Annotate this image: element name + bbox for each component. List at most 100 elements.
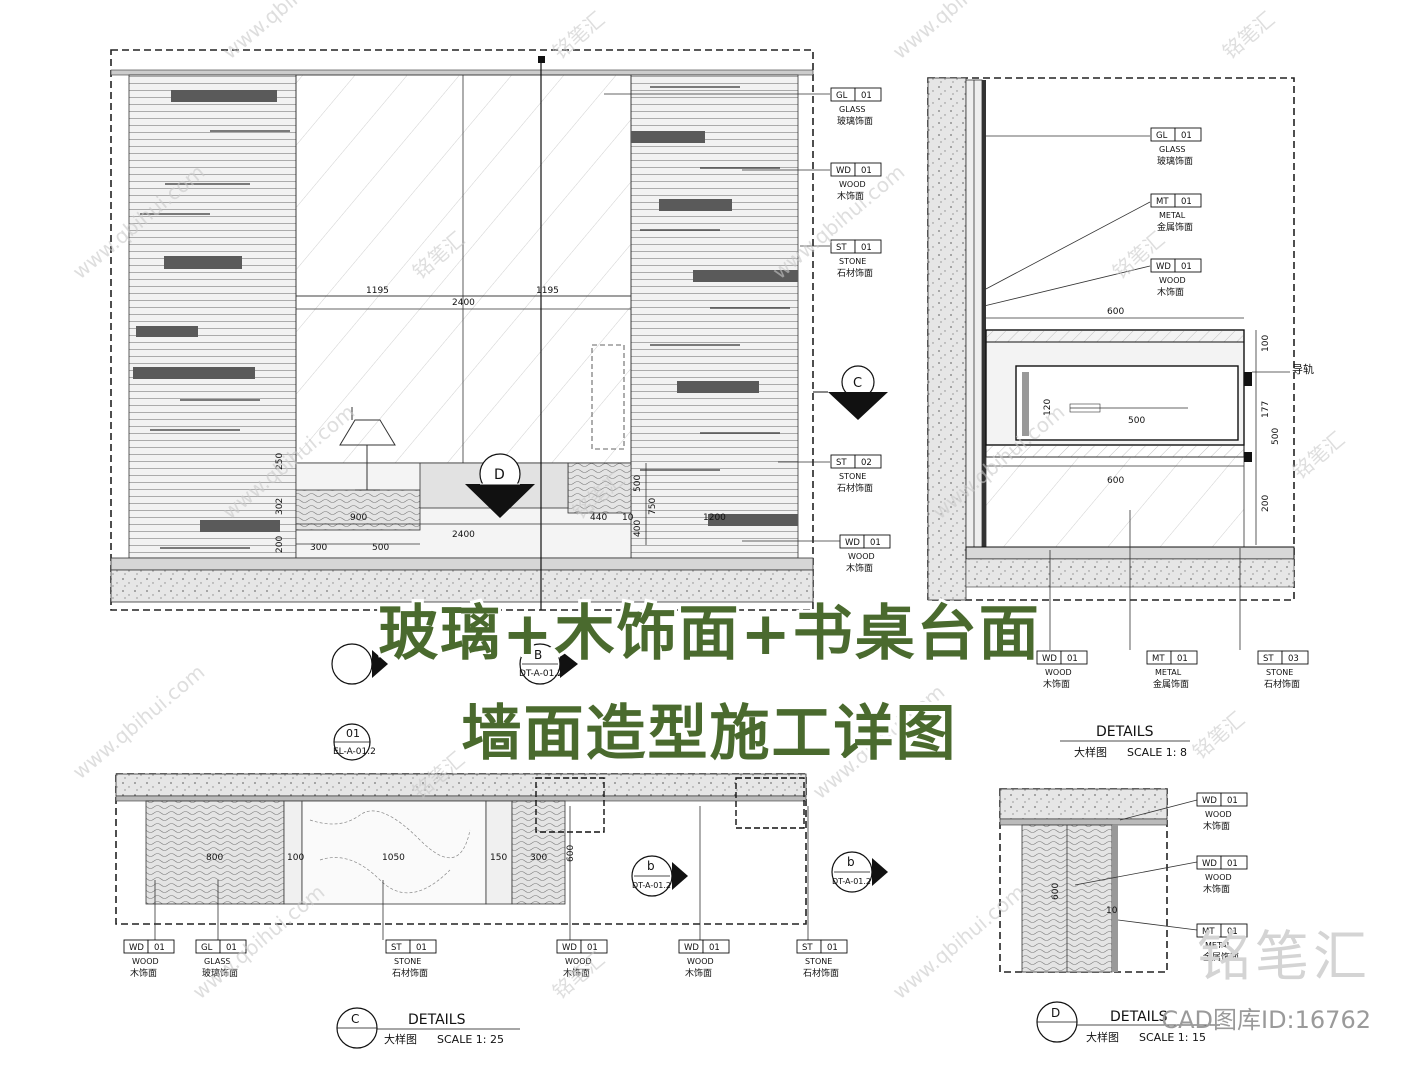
dim-200-base: 200 xyxy=(1261,495,1271,512)
title-cn-d: 大样图 xyxy=(1086,1030,1119,1044)
dim-800: 800 xyxy=(206,853,223,863)
elevation-view: 1195 2400 1195 900 2400 440 10 1200 300 … xyxy=(110,49,888,761)
banner-text-1: 玻璃+木饰面+书桌台面 xyxy=(375,596,1042,672)
tag-material-cn: 金属饰面 xyxy=(1157,221,1193,233)
tag-material-cn: 木饰面 xyxy=(1043,678,1070,690)
plan-ref-markers: b DT-A-01.2 b DT-A-01.2 xyxy=(631,851,888,897)
tag-code: ST xyxy=(1263,654,1274,664)
floor-slab xyxy=(110,569,814,603)
watermark-text: www.qbihui.com xyxy=(218,0,359,64)
tag-number: 01 xyxy=(1067,654,1078,664)
section-marker-d: D xyxy=(465,453,535,518)
tag-material-en: GLASS xyxy=(1159,145,1185,154)
dim-10: 10 xyxy=(622,513,634,523)
wall-concrete xyxy=(927,77,967,601)
section-marker-c: C xyxy=(813,365,888,420)
marker-b-ref: DT-A-01.2 xyxy=(519,669,563,679)
elevation-dims: 1195 2400 1195 900 2400 440 10 1200 300 … xyxy=(275,286,726,553)
section-frame xyxy=(927,77,1295,601)
dim-2400-desk: 2400 xyxy=(452,530,475,540)
title-cn-c: 大样图 xyxy=(384,1032,417,1046)
tag-material-en: STONE xyxy=(839,257,866,266)
watermark-text: 铭笔汇 xyxy=(1218,7,1279,64)
dim-1195-right: 1195 xyxy=(536,286,559,296)
dim-177: 177 xyxy=(1261,401,1271,418)
dim-600-bottom: 600 xyxy=(1107,476,1124,486)
tag-number: 01 xyxy=(1181,262,1192,272)
wood-panel-right xyxy=(630,74,799,559)
watermark-id: CAD图库ID:16762 xyxy=(1161,1006,1371,1034)
tag-number: 01 xyxy=(1181,131,1192,141)
banner-line-2: 墙面造型施工详图 xyxy=(0,685,1419,772)
elevation-ref-markers: B DT-A-01.2 01 EL-A-01.2 xyxy=(331,643,578,761)
elev-title-ref: EL-A-01.2 xyxy=(333,747,376,757)
dim-600-plan: 600 xyxy=(566,845,576,862)
tag-code: WD xyxy=(1202,859,1217,869)
elevation-frame xyxy=(110,49,814,611)
wood-panel-left xyxy=(128,74,297,559)
watermark-text: www.qbihui.com xyxy=(888,880,1029,1004)
plan-leaders xyxy=(154,806,809,940)
tag-material-cn: 木饰面 xyxy=(1203,883,1230,895)
tag-code: ST xyxy=(802,943,813,953)
tag-material-cn: 木饰面 xyxy=(846,562,873,574)
dim-2400: 2400 xyxy=(452,298,475,308)
ref-b-1: b xyxy=(647,859,655,873)
dim-120: 120 xyxy=(1043,399,1053,416)
tag-material-en: STONE xyxy=(839,472,866,481)
drawer-section xyxy=(1015,365,1239,441)
dim-600-top: 600 xyxy=(1107,307,1124,317)
tag-material-en: WOOD xyxy=(1205,873,1232,882)
section-title: DETAILS 大样图 SCALE 1: 8 xyxy=(1060,724,1190,759)
dim-400: 400 xyxy=(633,520,643,537)
dim-1200: 1200 xyxy=(703,513,726,523)
dim-250: 250 xyxy=(275,453,285,470)
tag-material-cn: 石材饰面 xyxy=(837,267,873,279)
tag-material-cn: 石材饰面 xyxy=(803,967,839,979)
tag-code: ST xyxy=(836,243,847,253)
dim-900: 900 xyxy=(350,513,367,523)
tag-code: WD xyxy=(684,943,699,953)
tag-code: WD xyxy=(1156,262,1171,272)
tag-code: ST xyxy=(836,458,847,468)
tag-material-cn: 玻璃饰面 xyxy=(837,115,873,127)
tag-material-en: STONE xyxy=(394,957,421,966)
tag-code: MT xyxy=(1152,654,1165,664)
tag-material-en: WOOD xyxy=(1205,810,1232,819)
tag-code: WD xyxy=(836,166,851,176)
ref-b-2: b xyxy=(847,855,855,869)
dim-1195-left: 1195 xyxy=(366,286,389,296)
plan-title: C DETAILS 大样图 SCALE 1: 25 xyxy=(336,1007,520,1049)
ref-b-1-sheet: DT-A-01.2 xyxy=(632,881,671,890)
tag-code: ST xyxy=(391,943,402,953)
tag-code: MT xyxy=(1202,927,1215,937)
ref-b-2-sheet: DT-A-01.2 xyxy=(832,877,871,886)
dim-750: 750 xyxy=(648,498,658,515)
dim-lines xyxy=(296,295,647,545)
tag-number: 01 xyxy=(226,943,237,953)
title-details-d: DETAILS xyxy=(1110,1009,1168,1025)
dim-500-total: 500 xyxy=(1271,428,1281,445)
tag-number: 01 xyxy=(1177,654,1188,664)
elevation-leaders xyxy=(604,93,840,542)
tag-material-en: WOOD xyxy=(565,957,592,966)
tag-material-cn: 木饰面 xyxy=(130,967,157,979)
dim-300: 300 xyxy=(310,543,327,553)
tag-number: 02 xyxy=(861,458,872,468)
banner-line-1: 玻璃+木饰面+书桌台面 xyxy=(0,585,1419,672)
watermark-text: 铭笔汇 xyxy=(548,7,609,64)
